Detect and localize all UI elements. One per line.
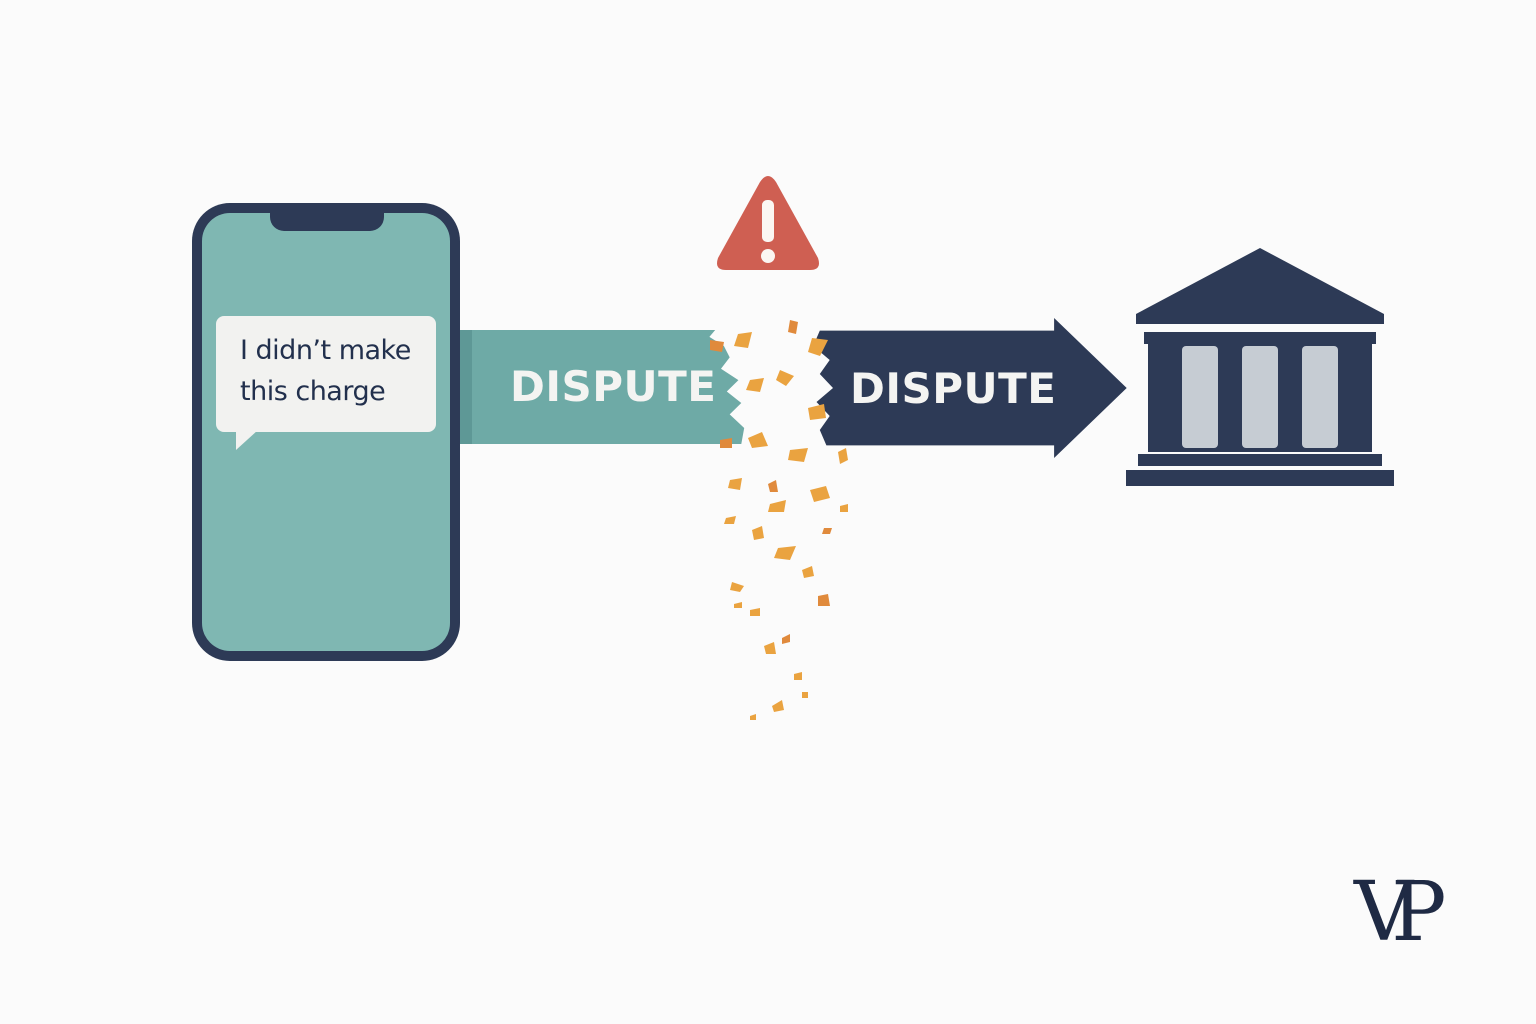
phone-notch bbox=[270, 203, 384, 231]
chat-bubble-tail bbox=[236, 430, 258, 450]
dispute-arrow-right bbox=[813, 318, 1127, 458]
dispute-band-shadow bbox=[460, 330, 472, 444]
chat-message: I didn’t make this charge bbox=[240, 335, 411, 407]
vp-logo: VP bbox=[1354, 865, 1447, 960]
dispute-label-left: DISPUTE bbox=[510, 362, 717, 411]
warning-triangle-icon bbox=[717, 176, 819, 270]
bank-building-icon bbox=[1126, 248, 1394, 486]
dispute-band-left bbox=[460, 330, 745, 444]
smartphone-icon bbox=[192, 203, 460, 661]
dispute-label-right: DISPUTE bbox=[850, 364, 1057, 413]
chat-bubble bbox=[216, 316, 436, 432]
shatter-fragments-icon bbox=[710, 320, 848, 720]
